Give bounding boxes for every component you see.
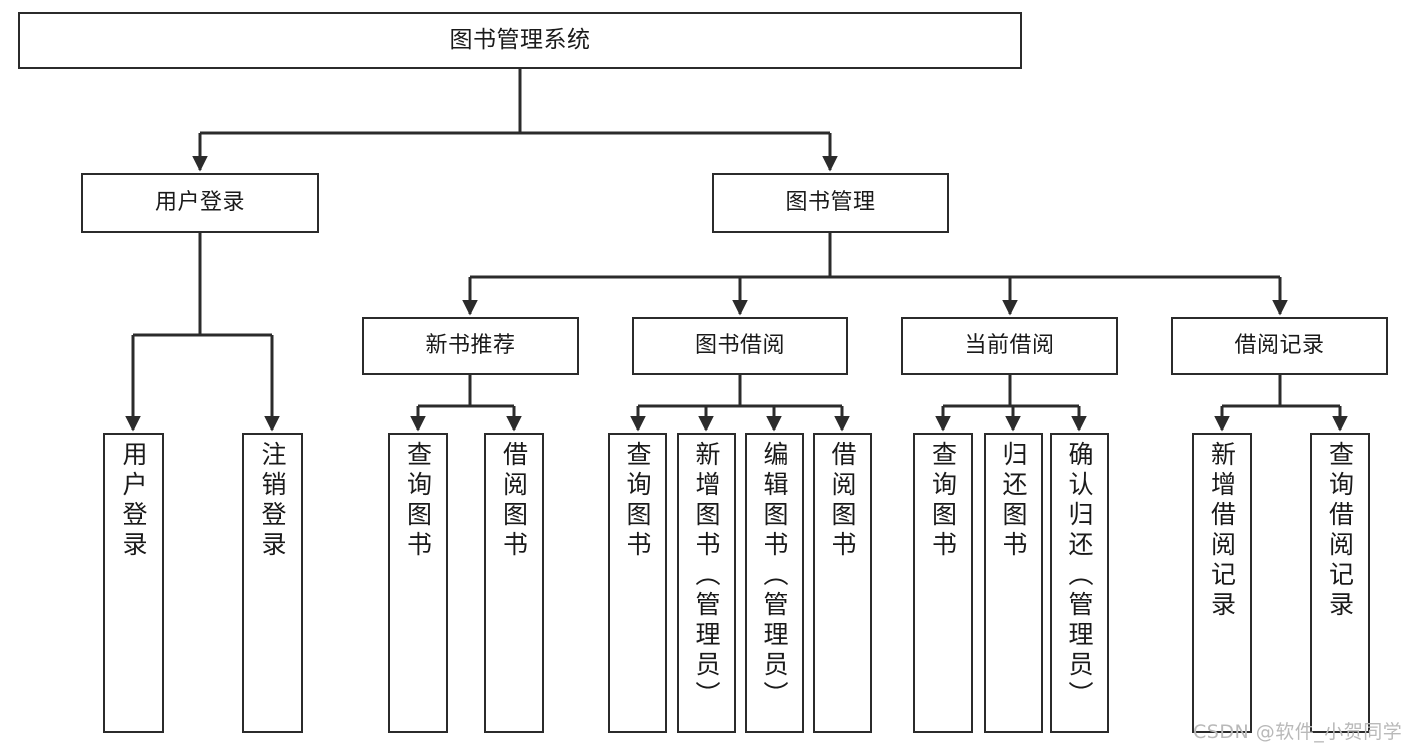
leaf-borrow-book-newbook[interactable]: 借阅图书 [484, 433, 544, 733]
leaf-add-borrow-record-label: 新增借阅记录 [1207, 441, 1237, 621]
leaf-add-book-admin[interactable]: 新增图书（管理员） [677, 433, 736, 733]
leaf-query-borrow-record-label: 查询借阅记录 [1325, 441, 1355, 621]
leaf-query-book-newbook-label: 查询图书 [403, 441, 433, 561]
leaf-edit-book-admin-label: 编辑图书（管理员） [760, 441, 789, 711]
leaf-confirm-return-admin-label: 确认归还（管理员） [1065, 441, 1094, 711]
leaf-query-book-borrow-label: 查询图书 [623, 441, 652, 561]
leaf-return-book-label: 归还图书 [999, 441, 1028, 561]
leaf-add-book-admin-label: 新增图书（管理员） [692, 441, 721, 711]
node-borrow-records-label: 借阅记录 [1234, 333, 1325, 359]
node-book-management[interactable]: 图书管理 [712, 173, 949, 233]
leaf-borrow-book-newbook-label: 借阅图书 [499, 441, 529, 561]
leaf-logout-label: 注销登录 [258, 441, 287, 561]
node-user-login-label: 用户登录 [154, 190, 245, 216]
csdn-watermark-text: CSDN @软件_小贺同学 [1193, 721, 1403, 743]
csdn-watermark: CSDN @软件_小贺同学 [1193, 717, 1402, 744]
node-book-management-label: 图书管理 [785, 190, 876, 216]
leaf-query-book-current[interactable]: 查询图书 [913, 433, 973, 733]
leaf-query-book-borrow[interactable]: 查询图书 [608, 433, 667, 733]
leaf-return-book[interactable]: 归还图书 [984, 433, 1043, 733]
leaf-edit-book-admin[interactable]: 编辑图书（管理员） [745, 433, 804, 733]
node-root-label: 图书管理系统 [449, 26, 591, 53]
leaf-borrow-book-label: 借阅图书 [828, 441, 857, 561]
node-book-borrow-label: 图书借阅 [694, 333, 785, 359]
node-root[interactable]: 图书管理系统 [18, 12, 1022, 69]
node-new-book-recommend[interactable]: 新书推荐 [362, 317, 579, 375]
leaf-borrow-book[interactable]: 借阅图书 [813, 433, 872, 733]
node-current-borrow[interactable]: 当前借阅 [901, 317, 1118, 375]
leaf-query-book-newbook[interactable]: 查询图书 [388, 433, 448, 733]
leaf-user-login[interactable]: 用户登录 [103, 433, 164, 733]
node-borrow-records[interactable]: 借阅记录 [1171, 317, 1388, 375]
leaf-query-book-current-label: 查询图书 [928, 441, 958, 561]
leaf-query-borrow-record[interactable]: 查询借阅记录 [1310, 433, 1370, 733]
node-user-login[interactable]: 用户登录 [81, 173, 319, 233]
node-book-borrow[interactable]: 图书借阅 [632, 317, 848, 375]
node-new-book-recommend-label: 新书推荐 [425, 333, 516, 359]
leaf-add-borrow-record[interactable]: 新增借阅记录 [1192, 433, 1252, 733]
node-current-borrow-label: 当前借阅 [964, 333, 1055, 359]
leaf-user-login-label: 用户登录 [119, 441, 148, 561]
leaf-logout[interactable]: 注销登录 [242, 433, 303, 733]
leaf-confirm-return-admin[interactable]: 确认归还（管理员） [1050, 433, 1109, 733]
